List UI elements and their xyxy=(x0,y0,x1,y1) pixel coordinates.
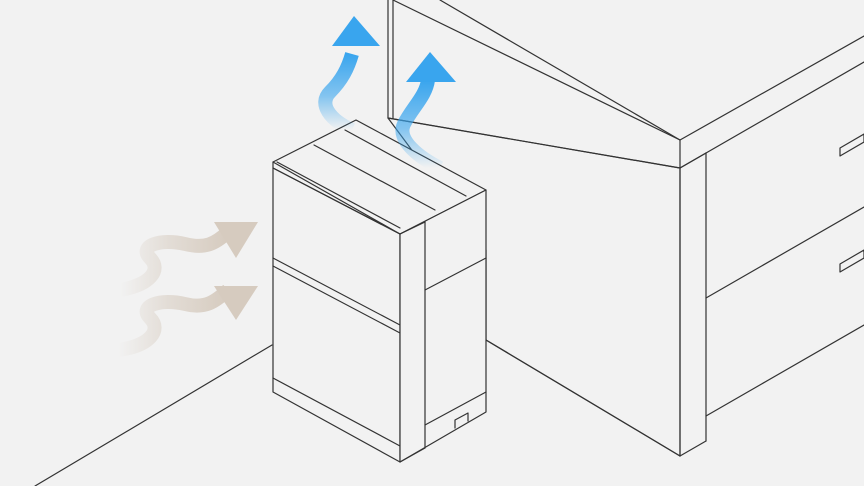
room-corner-icon xyxy=(34,0,389,486)
warm-air-intake-arrow-icon xyxy=(116,222,258,357)
dehumidifier-icon xyxy=(272,119,487,463)
dry-air-exhaust-arrow-icon xyxy=(318,16,456,175)
